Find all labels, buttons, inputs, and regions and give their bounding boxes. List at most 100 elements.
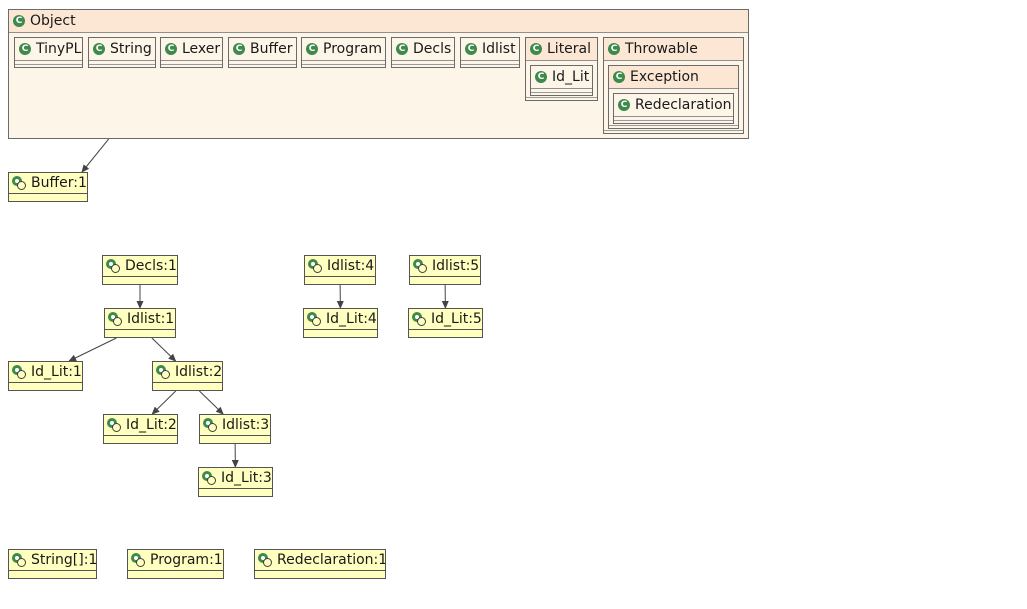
class-divider [531, 92, 592, 93]
object-id-lit-2[interactable]: Id_Lit:2 [103, 414, 178, 444]
object-program-1[interactable]: Program:1 [127, 549, 224, 579]
reference-edge-idlist_2-to-idlist_3 [199, 390, 224, 415]
class-lexer[interactable]: C Lexer [160, 37, 223, 68]
object-string-array-1-header: String[]:1 [9, 550, 96, 571]
class-icon: C [608, 43, 620, 55]
class-tinypl[interactable]: C TinyPL [14, 37, 83, 68]
object-instance-icon [202, 471, 216, 485]
object-redeclaration-1[interactable]: Redeclaration:1 [254, 549, 386, 579]
class-name: Buffer [250, 41, 293, 57]
object-instance-icon [107, 418, 121, 432]
object-idlist-5-header: Idlist:5 [410, 256, 480, 277]
object-id-lit-4-header: Id_Lit:4 [304, 309, 377, 330]
class-icon: C [535, 71, 547, 83]
object-label: Idlist:2 [175, 364, 222, 380]
class-buffer[interactable]: C Buffer [228, 37, 297, 68]
class-icon: C [19, 43, 31, 55]
object-label: Id_Lit:2 [126, 417, 177, 433]
class-icon: C [530, 43, 542, 55]
class-name: Program [323, 41, 383, 57]
object-instance-icon [108, 312, 122, 326]
class-name: Redeclaration [635, 97, 732, 113]
class-divider [392, 64, 454, 65]
class-lexer-header: C Lexer [161, 38, 222, 61]
class-icon: C [618, 99, 630, 111]
class-icon: C [613, 71, 625, 83]
class-exception-header: C Exception [609, 66, 738, 89]
class-icon: C [465, 43, 477, 55]
object-label: Idlist:3 [222, 417, 270, 433]
object-label: Program:1 [150, 552, 223, 568]
object-string-array-1[interactable]: String[]:1 [8, 549, 97, 579]
object-instance-icon [412, 312, 426, 326]
class-tinypl-header: C TinyPL [15, 38, 82, 61]
class-redeclaration[interactable]: C Redeclaration [613, 93, 734, 124]
class-icon: C [165, 43, 177, 55]
object-buffer-1-header: Buffer:1 [9, 173, 87, 194]
class-name: Lexer [182, 41, 221, 57]
class-name: Literal [547, 41, 592, 57]
class-throwable-header: C Throwable [604, 38, 743, 61]
class-divider [89, 64, 155, 65]
object-buffer-1[interactable]: Buffer:1 [8, 172, 88, 202]
object-label: Redeclaration:1 [277, 552, 385, 568]
class-divider [15, 64, 82, 65]
object-idlist-4[interactable]: Idlist:4 [304, 255, 376, 285]
class-name: Throwable [625, 41, 698, 57]
object-instance-icon [156, 365, 170, 379]
object-idlist-4-header: Idlist:4 [305, 256, 375, 277]
class-idlist[interactable]: C Idlist [460, 37, 520, 68]
reference-edge-idlist_1-to-id_lit_1 [68, 337, 117, 362]
object-instance-icon [12, 553, 26, 567]
class-divider [609, 125, 738, 126]
class-name: TinyPL [36, 41, 82, 57]
class-divider [229, 64, 296, 65]
object-id-lit-4[interactable]: Id_Lit:4 [303, 308, 378, 338]
class-name: Exception [630, 69, 699, 85]
class-divider [526, 97, 597, 98]
class-name: Decls [413, 41, 452, 57]
object-idlist-5[interactable]: Idlist:5 [409, 255, 481, 285]
class-redeclaration-header: C Redeclaration [614, 94, 733, 117]
object-instance-icon [12, 176, 26, 190]
object-label: Id_Lit:1 [31, 364, 82, 380]
object-id-lit-5-header: Id_Lit:5 [409, 309, 482, 330]
class-icon: C [93, 43, 105, 55]
class-string[interactable]: C String [88, 37, 156, 68]
object-instance-icon [307, 312, 321, 326]
object-idlist-1[interactable]: Idlist:1 [104, 308, 176, 338]
object-instance-icon [413, 259, 427, 273]
object-id-lit-1[interactable]: Id_Lit:1 [8, 361, 83, 391]
object-instance-icon [12, 365, 26, 379]
object-instance-icon [203, 418, 217, 432]
class-divider [302, 64, 385, 65]
class-icon: C [233, 43, 245, 55]
object-idlist-2[interactable]: Idlist:2 [152, 361, 223, 391]
object-label: Buffer:1 [31, 175, 87, 191]
object-idlist-3[interactable]: Idlist:3 [199, 414, 271, 444]
class-idlist-header: C Idlist [461, 38, 519, 61]
object-decls-1[interactable]: Decls:1 [102, 255, 178, 285]
object-instance-icon [258, 553, 272, 567]
class-id-lit[interactable]: C Id_Lit [530, 65, 593, 96]
class-name: String [110, 41, 152, 57]
object-label: Decls:1 [125, 258, 177, 274]
object-id-lit-3[interactable]: Id_Lit:3 [198, 467, 273, 497]
object-label: Id_Lit:3 [221, 470, 272, 486]
class-name: Id_Lit [552, 69, 590, 85]
class-divider [461, 64, 519, 65]
object-program-1-header: Program:1 [128, 550, 223, 571]
object-idlist-3-header: Idlist:3 [200, 415, 270, 436]
object-id-lit-2-header: Id_Lit:2 [104, 415, 177, 436]
object-label: Idlist:5 [432, 258, 480, 274]
object-id-lit-5[interactable]: Id_Lit:5 [408, 308, 483, 338]
object-instance-icon [308, 259, 322, 273]
class-string-header: C String [89, 38, 155, 61]
object-label: Idlist:1 [127, 311, 175, 327]
class-name: Idlist [482, 41, 516, 57]
